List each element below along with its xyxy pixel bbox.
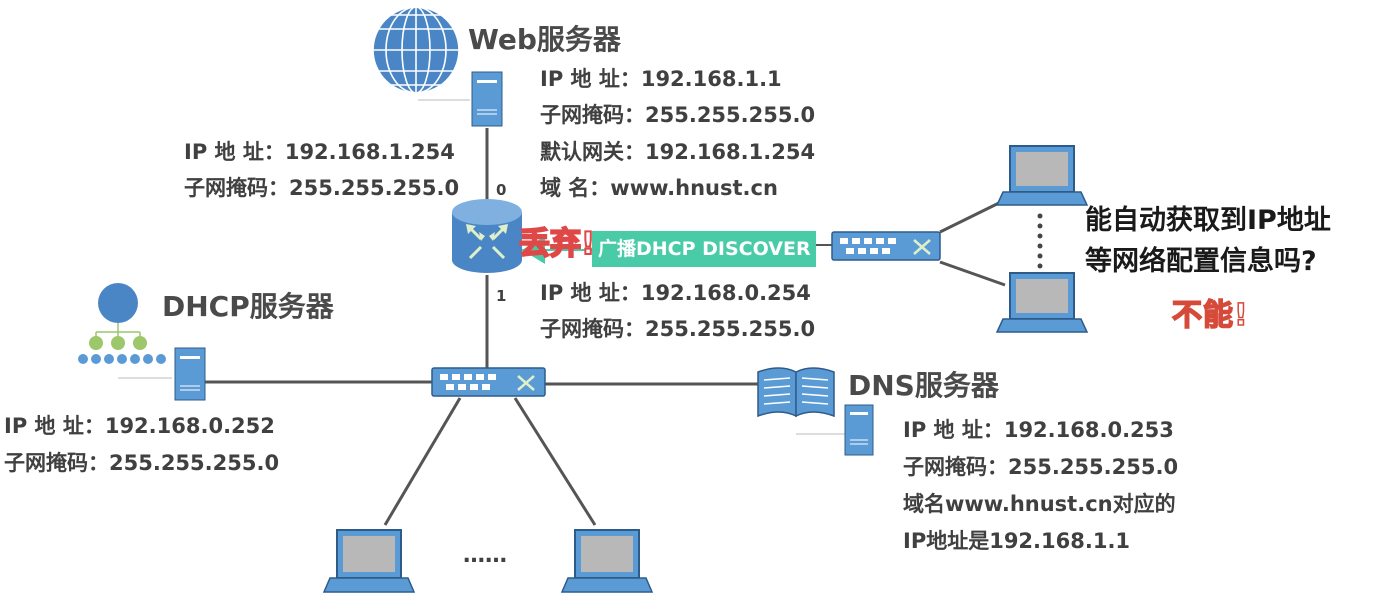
link-switch-host1 <box>383 397 462 526</box>
laptop-icon <box>995 272 1089 333</box>
router-port1-mask: 子网掩码：255.255.255.0 <box>540 317 816 341</box>
dns-server-mask: 子网掩码：255.255.255.0 <box>903 455 1179 479</box>
server-icon <box>471 71 503 127</box>
globe-icon <box>372 6 470 101</box>
dhcp-server-ip: IP 地 址：192.168.0.252 <box>4 414 275 438</box>
dhcp-org-icon <box>78 283 172 379</box>
discard-label: 丢弃! <box>518 225 596 263</box>
router-port0-mask: 子网掩码：255.255.255.0 <box>184 176 460 200</box>
question-line2: 等网络配置信息吗? <box>1085 246 1317 277</box>
question-text: 能自动获取到IP地址 等网络配置信息吗? <box>1085 200 1375 282</box>
web-server-ip: IP 地 址：192.168.1.1 <box>540 67 782 91</box>
broadcast-arrow-icon <box>522 236 545 264</box>
question-line1: 能自动获取到IP地址 <box>1085 205 1331 236</box>
web-server-domain: 域 名：www.hnust.cn <box>540 176 778 200</box>
router-icon <box>452 199 522 273</box>
switch-icon <box>431 367 546 397</box>
link-switch-host2 <box>513 397 597 526</box>
vertical-dots <box>1037 213 1043 269</box>
broadcast-label: 广播DHCP DISCOVER <box>592 231 816 267</box>
switch-icon <box>831 231 941 261</box>
web-server-title: Web服务器 <box>468 23 621 56</box>
answer-label: 不能! <box>1171 297 1249 334</box>
hosts-ellipsis: …… <box>463 543 507 568</box>
dhcp-server-mask: 子网掩码：255.255.255.0 <box>4 451 280 475</box>
laptop-icon <box>995 145 1089 206</box>
dns-record-line1: 域名www.hnust.cn对应的 <box>903 492 1176 516</box>
links <box>205 128 1006 526</box>
laptop-icon <box>560 529 654 593</box>
router-port1-label: 1 <box>496 287 507 305</box>
dns-record-line2: IP地址是192.168.1.1 <box>903 529 1131 553</box>
link-switch2-hostA <box>939 198 1006 234</box>
web-server-gateway: 默认网关：192.168.1.254 <box>540 140 816 164</box>
router-port0-ip: IP 地 址：192.168.1.254 <box>184 140 455 164</box>
dns-server-ip: IP 地 址：192.168.0.253 <box>903 418 1174 442</box>
laptop-icon <box>322 529 416 593</box>
server-icon <box>174 347 206 401</box>
router-port0-label: 0 <box>496 181 507 199</box>
server-icon <box>844 404 874 456</box>
link-switch2-hostB <box>939 260 1006 287</box>
dns-server-title: DNS服务器 <box>848 369 999 402</box>
book-icon <box>757 367 846 435</box>
web-server-mask: 子网掩码：255.255.255.0 <box>540 103 816 127</box>
router-port1-ip: IP 地 址：192.168.0.254 <box>540 281 811 305</box>
dhcp-server-title: DHCP服务器 <box>162 290 334 323</box>
